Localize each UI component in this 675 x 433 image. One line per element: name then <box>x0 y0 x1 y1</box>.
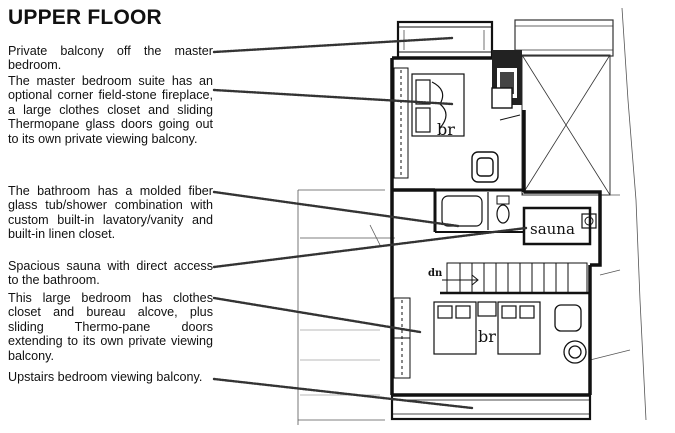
stairs <box>440 262 590 295</box>
room-label-master: br <box>437 120 455 139</box>
leader-lines <box>212 36 528 410</box>
second-bedroom-chairs <box>554 304 587 364</box>
note-master-bedroom: The master bedroom suite has an optional… <box>8 74 213 146</box>
second-bedroom-closet <box>393 297 411 379</box>
leader-master-bedroom <box>212 88 454 106</box>
bedroom-balcony <box>390 393 592 421</box>
master-closet <box>393 67 409 179</box>
open-to-below-deck <box>514 19 614 196</box>
page-title: UPPER FLOOR <box>8 6 162 29</box>
lower-grid-lines <box>300 329 380 396</box>
master-door-swing <box>499 114 521 121</box>
room-label-bedroom: br <box>478 327 496 346</box>
note-sauna: Spacious sauna with direct access to the… <box>8 259 213 288</box>
fieldstone-fireplace <box>491 50 522 109</box>
leader-bathroom <box>212 190 460 228</box>
bathroom <box>433 188 524 233</box>
second-bedroom-beds <box>433 301 541 355</box>
stair-label-down: dn <box>428 268 443 279</box>
master-balcony <box>396 20 494 60</box>
leader-second-bedroom <box>212 296 422 334</box>
leader-master-balcony <box>212 36 454 54</box>
site-outline <box>297 7 647 425</box>
note-bathroom: The bathroom has a molded fiber glass tu… <box>8 184 213 242</box>
note-second-bedroom: This large bedroom has clothes closet an… <box>8 291 213 363</box>
master-chair <box>471 151 499 183</box>
leader-sauna <box>212 226 528 269</box>
note-master-balcony: Private balcony off the master bedroom. <box>8 44 213 73</box>
room-label-sauna: sauna <box>530 220 575 238</box>
note-bedroom-balcony: Upstairs bedroom viewing balcony. <box>8 370 203 384</box>
master-bed <box>411 73 465 137</box>
sauna-room <box>522 206 597 246</box>
leader-bedroom-balcony <box>212 377 474 410</box>
